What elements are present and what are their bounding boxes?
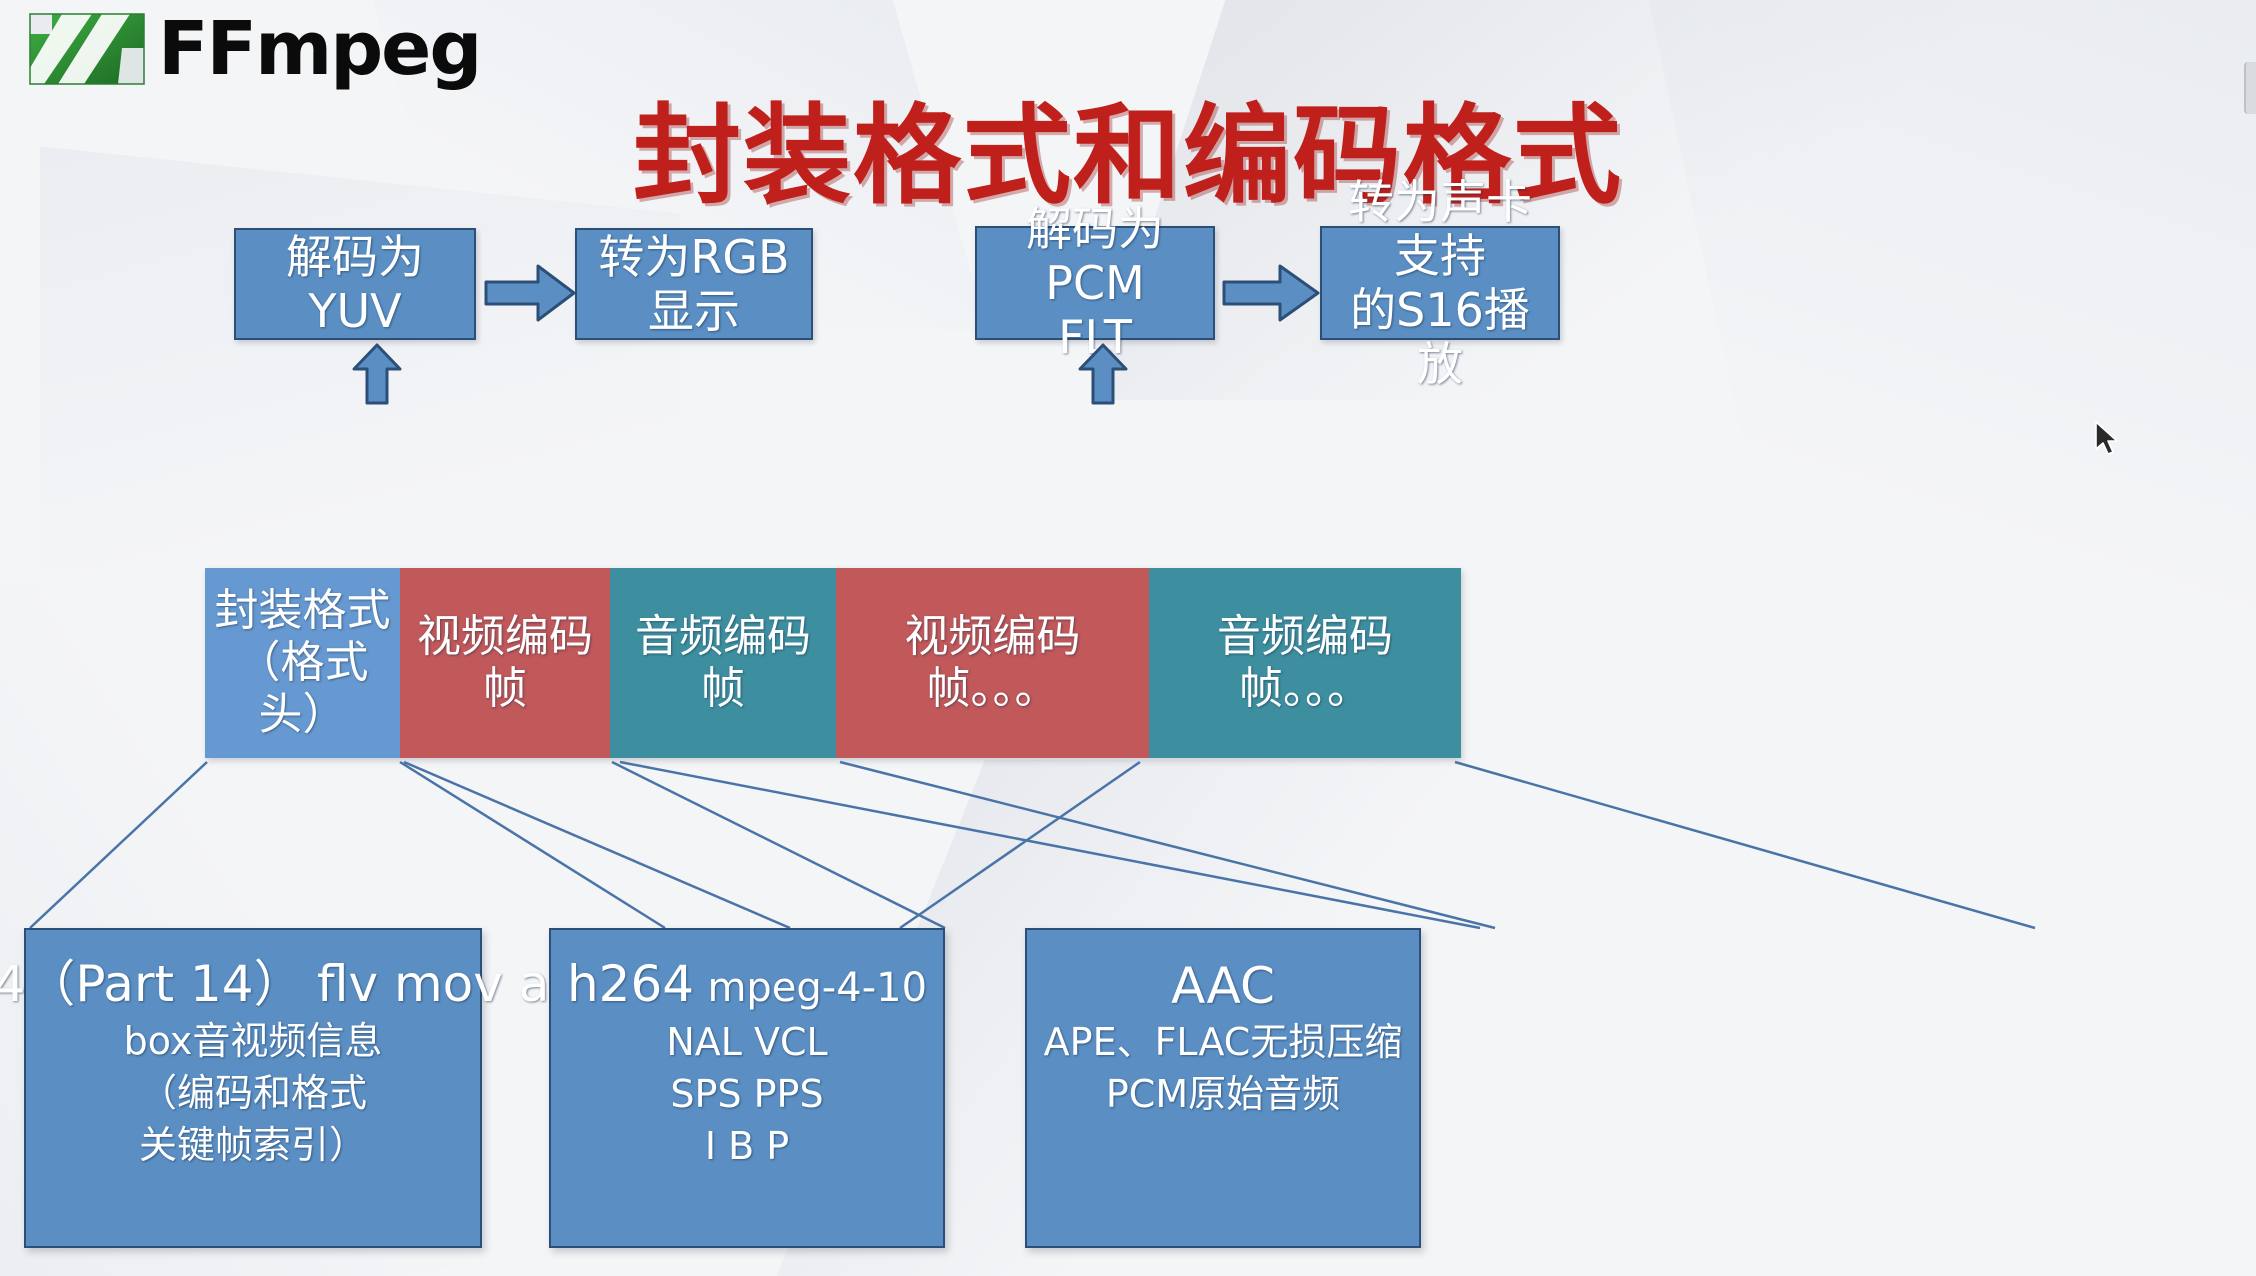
- video-codec-line1-tail: mpeg-4-10: [707, 965, 928, 1011]
- convert-rgb-label: 转为RGB显示: [598, 230, 790, 338]
- strip-segment-video-frame-more[interactable]: 视频编码 帧。。。: [836, 568, 1149, 758]
- up-arrow-icon: [1078, 343, 1128, 405]
- strip-segment-audio-frame-more-line2: 帧。。。: [1239, 663, 1371, 714]
- strip-segment-audio-frame-more-line1: 音频编码: [1217, 611, 1393, 662]
- strip-segment-audio-frame[interactable]: 音频编码帧: [610, 568, 836, 758]
- decode-pcm-label-line1: 解码为PCM: [1026, 202, 1164, 310]
- strip-segment-header[interactable]: 封装格式 （格式头）: [205, 568, 400, 758]
- container-formats-line1: mp4（Part 14） flv mov avi: [0, 956, 593, 1015]
- audio-codec-line1: AAC: [1171, 957, 1275, 1015]
- connector-video-left: [403, 760, 791, 930]
- container-formats-line4: 关键帧索引）: [138, 1123, 367, 1167]
- decode-yuv-label: 解码为YUV: [286, 230, 424, 338]
- strip-segment-video-frame-more-line2: 帧。。。: [926, 663, 1059, 714]
- video-codec-line2: NAL VCL: [666, 1020, 828, 1064]
- clipped-edge-element: [2244, 62, 2256, 114]
- container-format-strip: 封装格式 （格式头） 视频编码帧 音频编码帧 视频编码 帧。。。 音频编码 帧。…: [205, 568, 1461, 758]
- video-codec-line4: I B P: [704, 1124, 790, 1168]
- ffmpeg-logo: FFmpeg: [22, 6, 482, 92]
- decode-yuv-box[interactable]: 解码为YUV: [234, 228, 476, 340]
- video-codec-box[interactable]: h264 mpeg-4-10 NAL VCL SPS PPS I B P: [549, 928, 945, 1248]
- connector-header-left: [29, 761, 208, 929]
- convert-rgb-box[interactable]: 转为RGB显示: [575, 228, 813, 340]
- strip-segment-header-line2: （格式头）: [236, 637, 369, 740]
- audio-codec-box[interactable]: AAC APE、FLAC无损压缩 PCM原始音频: [1025, 928, 1421, 1248]
- audio-codec-line2: APE、FLAC无损压缩: [1043, 1020, 1403, 1064]
- strip-segment-audio-frame-line1: 音频编码帧: [635, 611, 811, 714]
- right-arrow-icon: [484, 264, 576, 322]
- strip-segment-video-frame-line1: 视频编码帧: [417, 611, 593, 714]
- up-arrow-icon: [352, 343, 402, 405]
- ffmpeg-logo-icon: [29, 13, 145, 85]
- connector-header-right: [399, 760, 666, 930]
- strip-segment-header-line1: 封装格式: [214, 585, 391, 636]
- container-formats-box[interactable]: mp4（Part 14） flv mov avi box音视频信息 （编码和格式…: [0, 928, 593, 1248]
- container-formats-line1-lead: mp4（Part 14）: [0, 955, 304, 1013]
- convert-s16-label-line2: 的S16播放: [1350, 283, 1530, 391]
- strip-segment-video-frame[interactable]: 视频编码帧: [400, 568, 610, 758]
- page-title: 封装格式和编码格式: [632, 94, 1623, 219]
- ffmpeg-wordmark: FFmpeg: [158, 6, 482, 92]
- container-formats-line1-tail: flv mov avi: [316, 955, 593, 1013]
- decode-pcm-box[interactable]: 解码为PCM FLT: [975, 202, 1215, 364]
- connector-video-right: [611, 760, 946, 930]
- connector-audio-more: [1454, 760, 2036, 930]
- convert-s16-label-line1: 转为声卡支持: [1348, 175, 1532, 283]
- video-codec-line1-lead: h264: [566, 955, 695, 1013]
- strip-segment-audio-frame-more[interactable]: 音频编码 帧。。。: [1149, 568, 1461, 758]
- connector-audio-left: [619, 760, 1481, 930]
- video-codec-line1: h264 mpeg-4-10: [567, 956, 927, 1016]
- strip-segment-video-frame-more-line1: 视频编码: [904, 611, 1081, 662]
- mouse-pointer: [2095, 421, 2118, 455]
- right-arrow-icon: [1222, 264, 1320, 322]
- connector-video-more: [899, 760, 1141, 930]
- convert-s16-box[interactable]: 转为声卡支持 的S16播放: [1320, 175, 1560, 391]
- audio-codec-line3: PCM原始音频: [1105, 1072, 1341, 1116]
- container-formats-line2: box音视频信息: [123, 1019, 383, 1063]
- container-formats-line3: （编码和格式: [138, 1071, 367, 1115]
- video-codec-line3: SPS PPS: [670, 1072, 824, 1116]
- connector-audio-right: [839, 760, 1496, 930]
